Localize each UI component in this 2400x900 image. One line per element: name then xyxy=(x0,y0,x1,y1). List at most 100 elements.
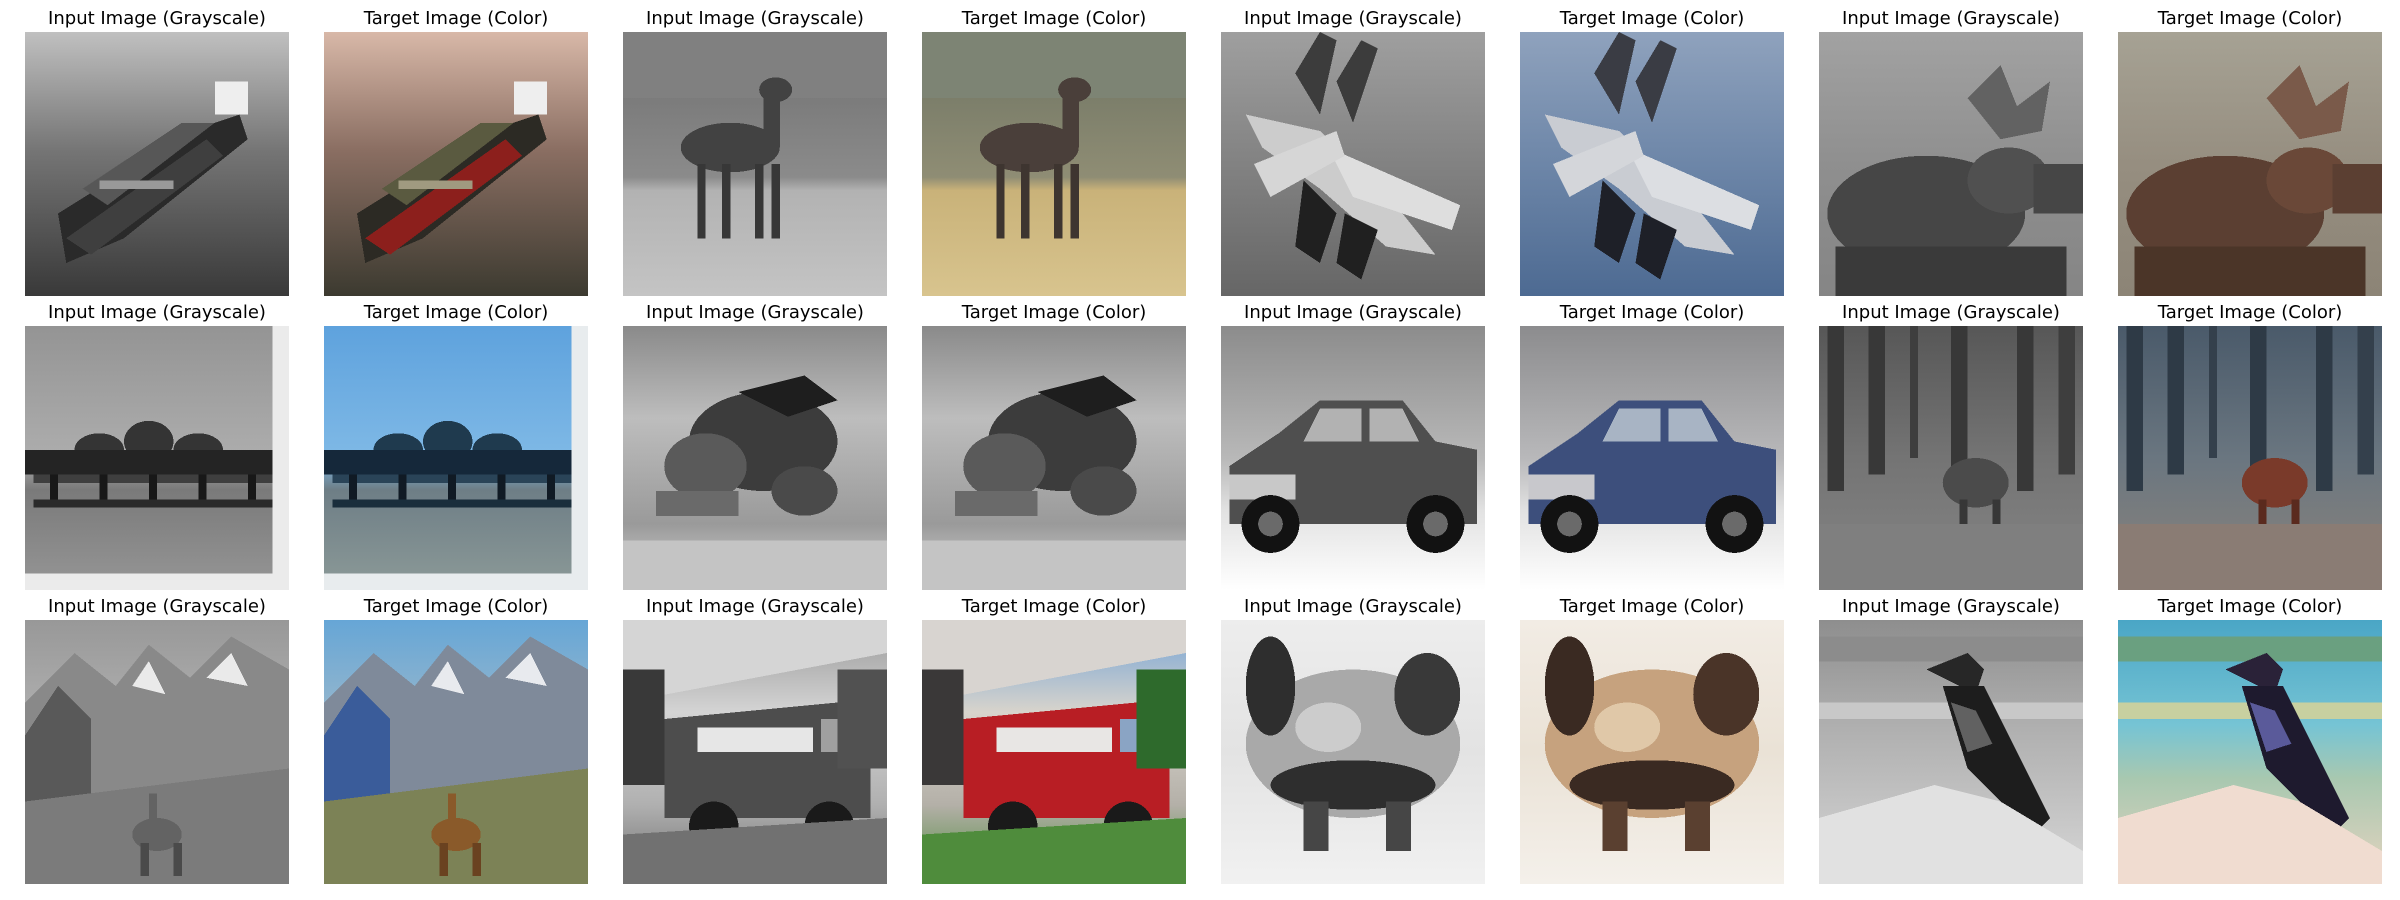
panel-title: Target Image (Color) xyxy=(1559,302,1745,323)
image-shape xyxy=(1369,408,1419,442)
grayscale-frog-image xyxy=(922,326,1186,590)
image-shape xyxy=(1602,408,1661,442)
grayscale-ship-image xyxy=(25,32,289,296)
image-shape xyxy=(763,98,780,148)
image-shape xyxy=(2225,653,2283,695)
image-shape xyxy=(697,727,813,752)
panel-title: Target Image (Color) xyxy=(1559,8,1745,29)
image-shape xyxy=(431,661,465,695)
image-shape xyxy=(1303,408,1362,442)
image-shape xyxy=(1295,32,1337,115)
image-shape xyxy=(447,474,456,508)
panel-title: Target Image (Color) xyxy=(961,302,1147,323)
image-shape xyxy=(1819,636,2083,662)
image-shape xyxy=(2017,326,2034,491)
grayscale-deer-field-image xyxy=(623,32,887,296)
image-shape xyxy=(1693,653,1760,736)
image-shape xyxy=(2058,326,2075,475)
image-shape xyxy=(324,573,588,590)
image-shape xyxy=(348,474,357,508)
image-shape xyxy=(1258,511,1283,537)
grayscale-frog-image xyxy=(623,326,887,590)
image-shape xyxy=(398,180,473,189)
panel-title: Target Image (Color) xyxy=(961,8,1147,29)
image-shape xyxy=(1070,466,1137,516)
panel-title: Target Image (Color) xyxy=(2157,8,2343,29)
color-ship-image xyxy=(324,32,588,296)
image-shape xyxy=(497,474,506,508)
image-shape xyxy=(33,499,281,508)
color-moose-image xyxy=(2118,32,2382,296)
image-shape xyxy=(49,474,58,508)
image-shape xyxy=(1602,801,1628,851)
panel-title: Input Image (Grayscale) xyxy=(48,8,266,29)
image-shape xyxy=(1386,801,1411,851)
image-shape xyxy=(1136,669,1186,769)
color-cat-image xyxy=(1520,620,1784,884)
image-shape xyxy=(1336,40,1378,123)
image-shape xyxy=(1295,180,1337,263)
color-bird-image xyxy=(2118,620,2382,884)
image-shape xyxy=(623,540,887,590)
image-shape xyxy=(2266,65,2349,140)
image-shape xyxy=(1270,760,1436,810)
image-shape xyxy=(979,122,1079,173)
color-fire-truck-image xyxy=(922,620,1186,884)
image-shape xyxy=(1594,180,1636,263)
panel-title: Input Image (Grayscale) xyxy=(1244,8,1462,29)
grayscale-car-image xyxy=(1221,326,1485,590)
image-shape xyxy=(1635,213,1677,280)
image-shape xyxy=(2291,499,2300,541)
panel-title: Target Image (Color) xyxy=(961,596,1147,617)
grayscale-cat-image xyxy=(1221,620,1485,884)
image-shape xyxy=(738,375,838,417)
image-shape xyxy=(447,793,456,827)
panel-title: Input Image (Grayscale) xyxy=(1244,302,1462,323)
image-shape xyxy=(1062,98,1079,148)
panel-title: Input Image (Grayscale) xyxy=(646,8,864,29)
image-shape xyxy=(2167,326,2184,475)
image-shape xyxy=(1423,511,1448,537)
image-shape xyxy=(1528,474,1595,500)
panel-title: Input Image (Grayscale) xyxy=(646,596,864,617)
image-shape xyxy=(1959,499,1968,541)
image-shape xyxy=(664,433,747,500)
image-shape xyxy=(1254,131,1345,197)
grayscale-moose-image xyxy=(1819,32,2083,296)
image-shape xyxy=(623,818,887,884)
image-shape xyxy=(623,620,887,703)
panel-title: Input Image (Grayscale) xyxy=(646,302,864,323)
image-shape xyxy=(472,842,481,876)
image-shape xyxy=(66,139,223,255)
image-shape xyxy=(1569,760,1735,810)
color-mountain-deer-image xyxy=(324,620,588,884)
image-shape xyxy=(1303,801,1329,851)
image-shape xyxy=(922,818,1186,884)
image-shape xyxy=(1544,636,1595,736)
image-shape xyxy=(2357,326,2374,475)
image-shape xyxy=(1394,653,1461,736)
image-shape xyxy=(755,164,764,239)
image-shape xyxy=(25,573,289,590)
image-shape xyxy=(272,326,289,590)
image-shape xyxy=(99,180,174,189)
color-deer-forest-image xyxy=(2118,326,2382,590)
image-shape xyxy=(2241,458,2308,508)
color-airport-terminal-image xyxy=(324,326,588,590)
image-shape xyxy=(1967,65,2050,140)
panel-title: Target Image (Color) xyxy=(1559,596,1745,617)
image-shape xyxy=(546,474,555,508)
image-shape xyxy=(148,474,157,508)
grayscale-fire-truck-image xyxy=(623,620,887,884)
grayscale-deer-forest-image xyxy=(1819,326,2083,590)
image-shape xyxy=(2250,702,2292,752)
color-deer-field-image xyxy=(922,32,1186,296)
image-shape xyxy=(955,491,1038,516)
grayscale-fighter-jet-image xyxy=(1221,32,1485,296)
image-shape xyxy=(140,842,149,876)
image-shape xyxy=(198,474,207,508)
image-shape xyxy=(2134,246,2366,296)
image-shape xyxy=(1295,702,1362,752)
image-shape xyxy=(771,164,780,239)
